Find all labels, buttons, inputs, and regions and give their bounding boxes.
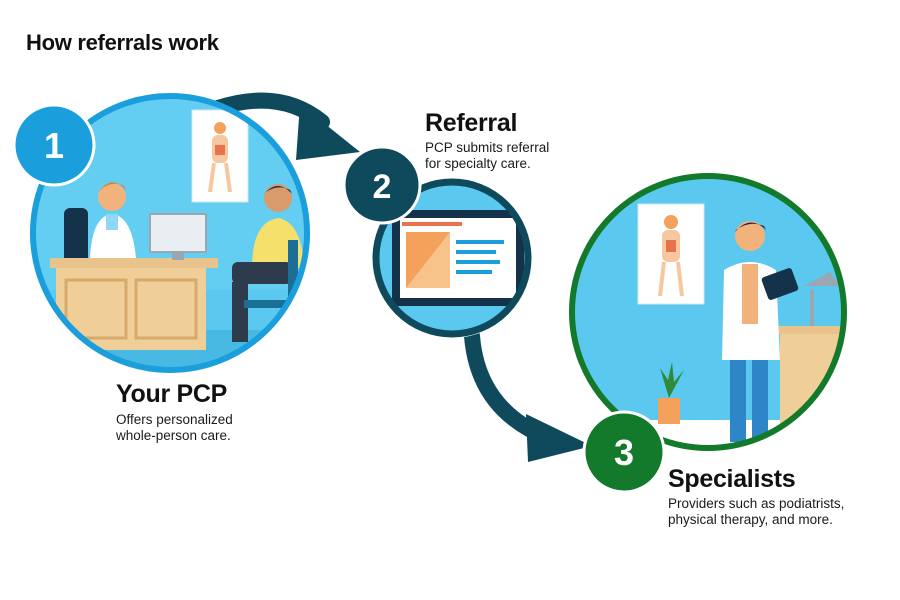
- step-2-description: PCP submits referral for specialty care.: [425, 140, 549, 172]
- step-2-number: 2: [373, 168, 392, 206]
- step-3-heading: Specialists: [668, 465, 796, 493]
- step-1-description: Offers personalized whole-person care.: [116, 412, 233, 444]
- step-1-number: 1: [44, 125, 64, 166]
- step-1-heading: Your PCP: [116, 380, 228, 408]
- step-3-description-line: physical therapy, and more.: [668, 512, 833, 527]
- page-title: How referrals work: [26, 30, 219, 55]
- step-2-description-line: PCP submits referral: [425, 140, 550, 155]
- step-1-description-line: whole-person care.: [116, 428, 231, 443]
- arrow-step1-to-step2: [210, 92, 360, 160]
- referral-illustration: [372, 178, 532, 338]
- step-1-badge: 1: [12, 103, 96, 187]
- arrow-step2-to-step3: [464, 328, 592, 462]
- step-1-description-line: Offers personalized: [116, 412, 233, 427]
- step-3-description-line: Providers such as podiatrists,: [668, 496, 845, 511]
- step-3-badge: 3: [582, 410, 666, 494]
- step-3-number: 3: [614, 432, 634, 473]
- step-2-heading: Referral: [425, 109, 518, 137]
- step-3-description: Providers such as podiatrists, physical …: [668, 496, 844, 528]
- step-2-badge: 2: [342, 145, 422, 225]
- step-2-description-line: for specialty care.: [425, 156, 531, 171]
